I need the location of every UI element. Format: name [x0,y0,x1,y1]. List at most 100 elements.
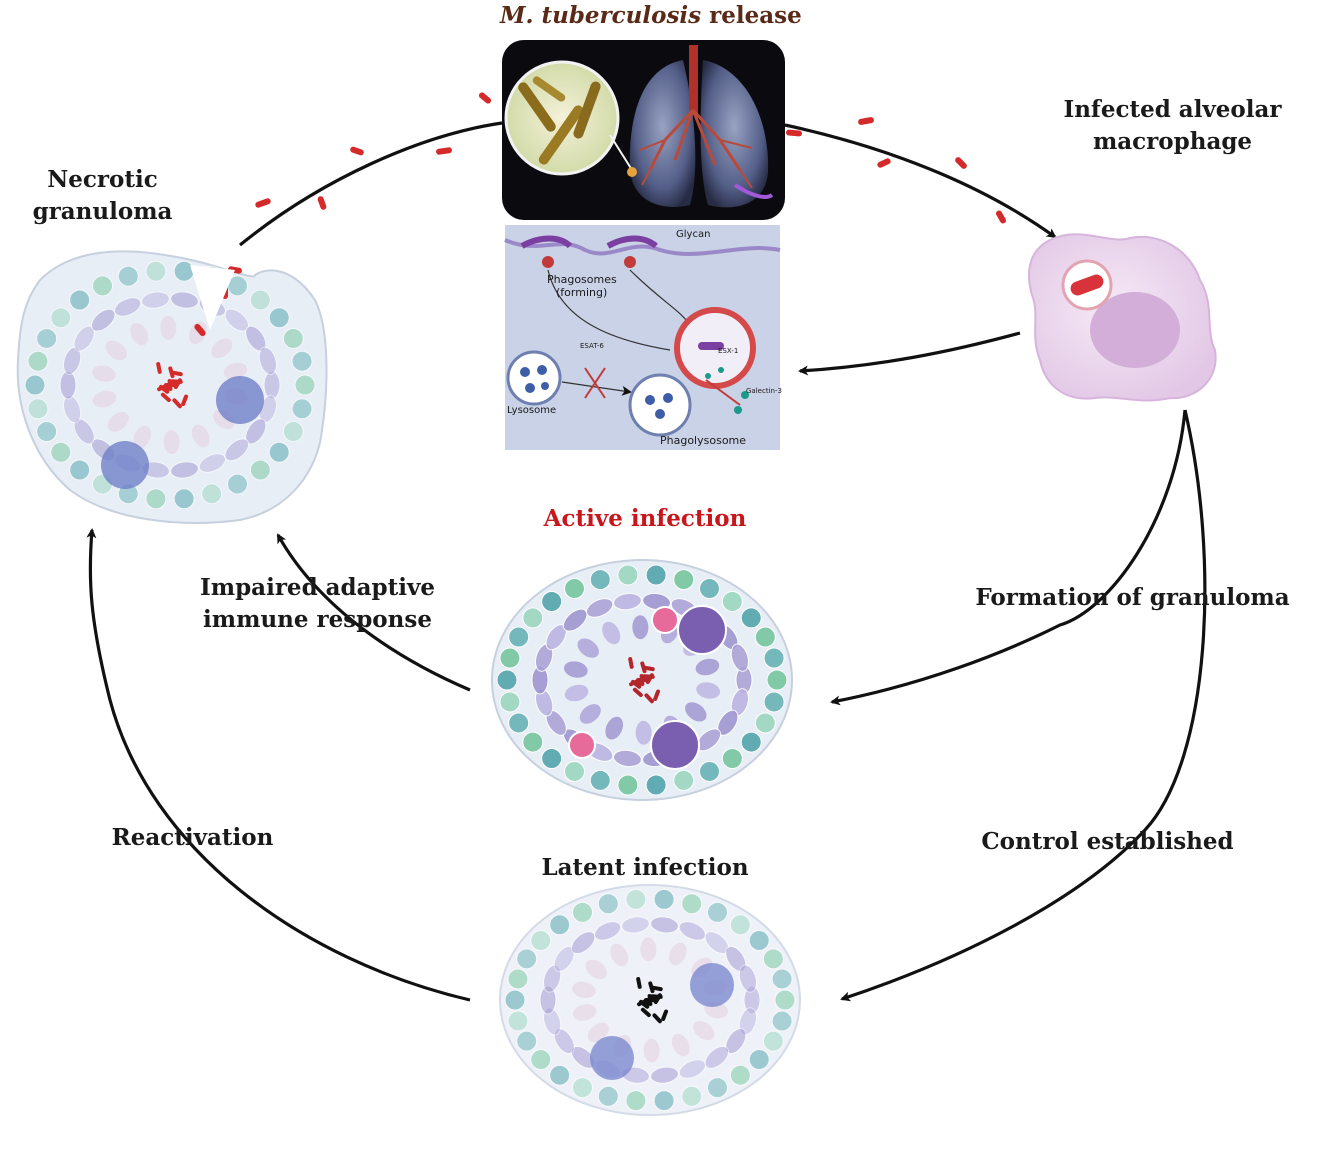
giant-cell [650,720,700,770]
inner-cell [610,943,629,967]
outer-cell [516,1030,538,1052]
outer-cell [572,1077,593,1099]
inner-cell [107,411,129,432]
outer-cell [291,350,313,372]
label-latent-infection: Latent infection [541,854,749,881]
epithelioid-cell [258,346,277,375]
outer-cell [762,1030,784,1052]
inner-cell [160,315,177,340]
inner-cell [133,425,152,449]
bacillus [157,383,169,392]
outer-cell [673,769,695,791]
outer-cell [729,1064,751,1086]
outer-cell [771,968,793,990]
outer-cell [564,760,585,782]
inset-label-esat6: ESAT-6 [580,342,604,350]
outer-cell [721,591,743,613]
inner-cell [632,615,649,640]
outer-cell [507,968,529,990]
arrow-granuloma-to-release [238,121,503,247]
bacillus [642,665,655,672]
inner-cell [605,716,624,740]
outer-cell [291,398,313,420]
outer-cell [763,647,785,669]
outer-cell [625,888,647,910]
outer-cell [617,564,639,586]
epithelioid-cell [553,1027,575,1055]
outer-cell [617,774,639,796]
label-necrotic-line2: granuloma [32,198,173,225]
outer-cell [227,473,248,495]
epithelioid-cell [245,418,267,445]
label-reactivation: Reactivation [111,824,274,851]
inner-cell [563,661,588,678]
necrotic-granuloma-cell-cluster [16,250,328,524]
bacillus [650,985,663,992]
bacillus [640,1007,651,1018]
outer-cell [294,374,316,396]
bacillus [172,398,182,409]
label-infected-macrophage: Infected alveolar macrophage [1050,94,1295,158]
outer-cell [69,459,91,481]
outer-cell [754,712,776,734]
outer-cell [496,669,518,691]
outer-cell [522,607,544,629]
outer-cell [729,914,751,936]
outer-cell [699,578,720,600]
outer-cell [763,691,785,713]
epithelioid-cell [730,643,749,672]
label-active-infection: Active infection [543,505,747,532]
epithelioid-cell [725,945,747,973]
macrophage-cell [216,376,264,424]
inset-label-phagolysosome: Phagolysosome [660,434,746,447]
outer-cell [530,930,552,952]
inner-cell [577,638,599,658]
outer-cell [754,626,776,648]
arrow-control-established [840,409,1207,1002]
epithelioid-cell [678,1059,707,1079]
epithelioid-cell [263,370,281,400]
epithelioid-cell [642,592,671,611]
inner-cell [571,981,596,999]
outer-cell [572,901,593,923]
inner-cell [572,1004,597,1021]
bacillus [629,678,641,687]
cycle-arrows [86,121,1207,1002]
outer-cell [530,1048,552,1070]
epithelioid-cell [738,964,757,993]
epithelioid-cell [570,931,596,955]
bacillus [637,998,649,1007]
latent-infection-granuloma [499,884,801,1116]
bacteria-lung-image [502,40,785,220]
outer-cell [36,327,58,349]
macrophage-cell [101,441,149,489]
epithelioid-cell [585,598,614,618]
outer-cell [92,275,113,297]
inset-label-galectin: Galectin-3 [746,387,782,395]
bacillus [160,392,171,403]
outer-cell [645,774,667,796]
outer-cell [541,747,563,769]
epithelioid-cell [141,291,170,309]
outer-cell [653,888,675,910]
epithelioid-cell [621,916,650,934]
epithelioid-cell [593,921,622,941]
outer-cell [249,459,271,481]
outer-cell [145,488,167,510]
outer-cell [549,1064,571,1086]
inner-cell [587,1022,609,1043]
epithelioid-cell [738,1007,757,1036]
bacillus [170,370,183,377]
epithelioid-cell [170,461,199,479]
outer-cell [589,769,611,791]
outer-cell [589,569,611,591]
outer-cell [549,914,571,936]
outer-cell [645,564,667,586]
inner-cell [685,702,707,722]
bacillus [173,378,182,390]
outer-cell [499,647,521,669]
inner-cell [163,430,180,455]
outer-cell [201,483,223,505]
epithelioid-cell [650,916,679,934]
